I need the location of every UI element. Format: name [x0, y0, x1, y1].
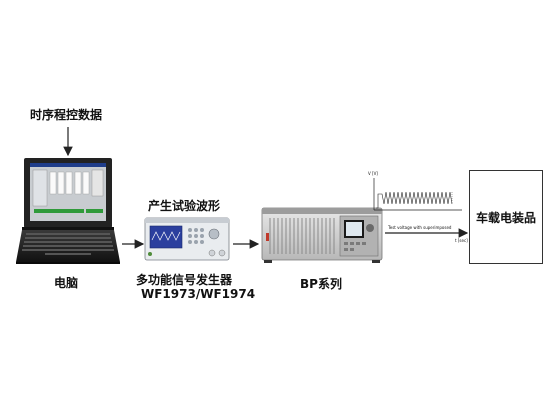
computer-label: 电脑 — [54, 276, 79, 290]
bp-amplifier-image — [261, 207, 383, 263]
waveform-caption: Test voltage with superimposed — [388, 225, 452, 230]
laptop-image — [16, 158, 120, 264]
timing-data-label: 时序程控数据 — [30, 108, 103, 122]
vehicle-equipment-label: 车载电装品 — [476, 211, 537, 225]
generate-waveform-label: 产生试验波形 — [148, 199, 221, 213]
superimposed-waveform — [373, 178, 462, 211]
vehicle-equipment-box: 车载电装品 — [469, 170, 543, 264]
signal-generator-image — [144, 217, 230, 261]
bp-series-label: BP系列 — [300, 277, 342, 291]
generator-name-label: 多功能信号发生器 — [136, 273, 233, 287]
waveform-y-axis-label: V [V] — [368, 171, 378, 176]
waveform-x-axis-label: t [sec] — [455, 238, 468, 243]
generator-model-label: WF1973/WF1974 — [141, 287, 256, 301]
